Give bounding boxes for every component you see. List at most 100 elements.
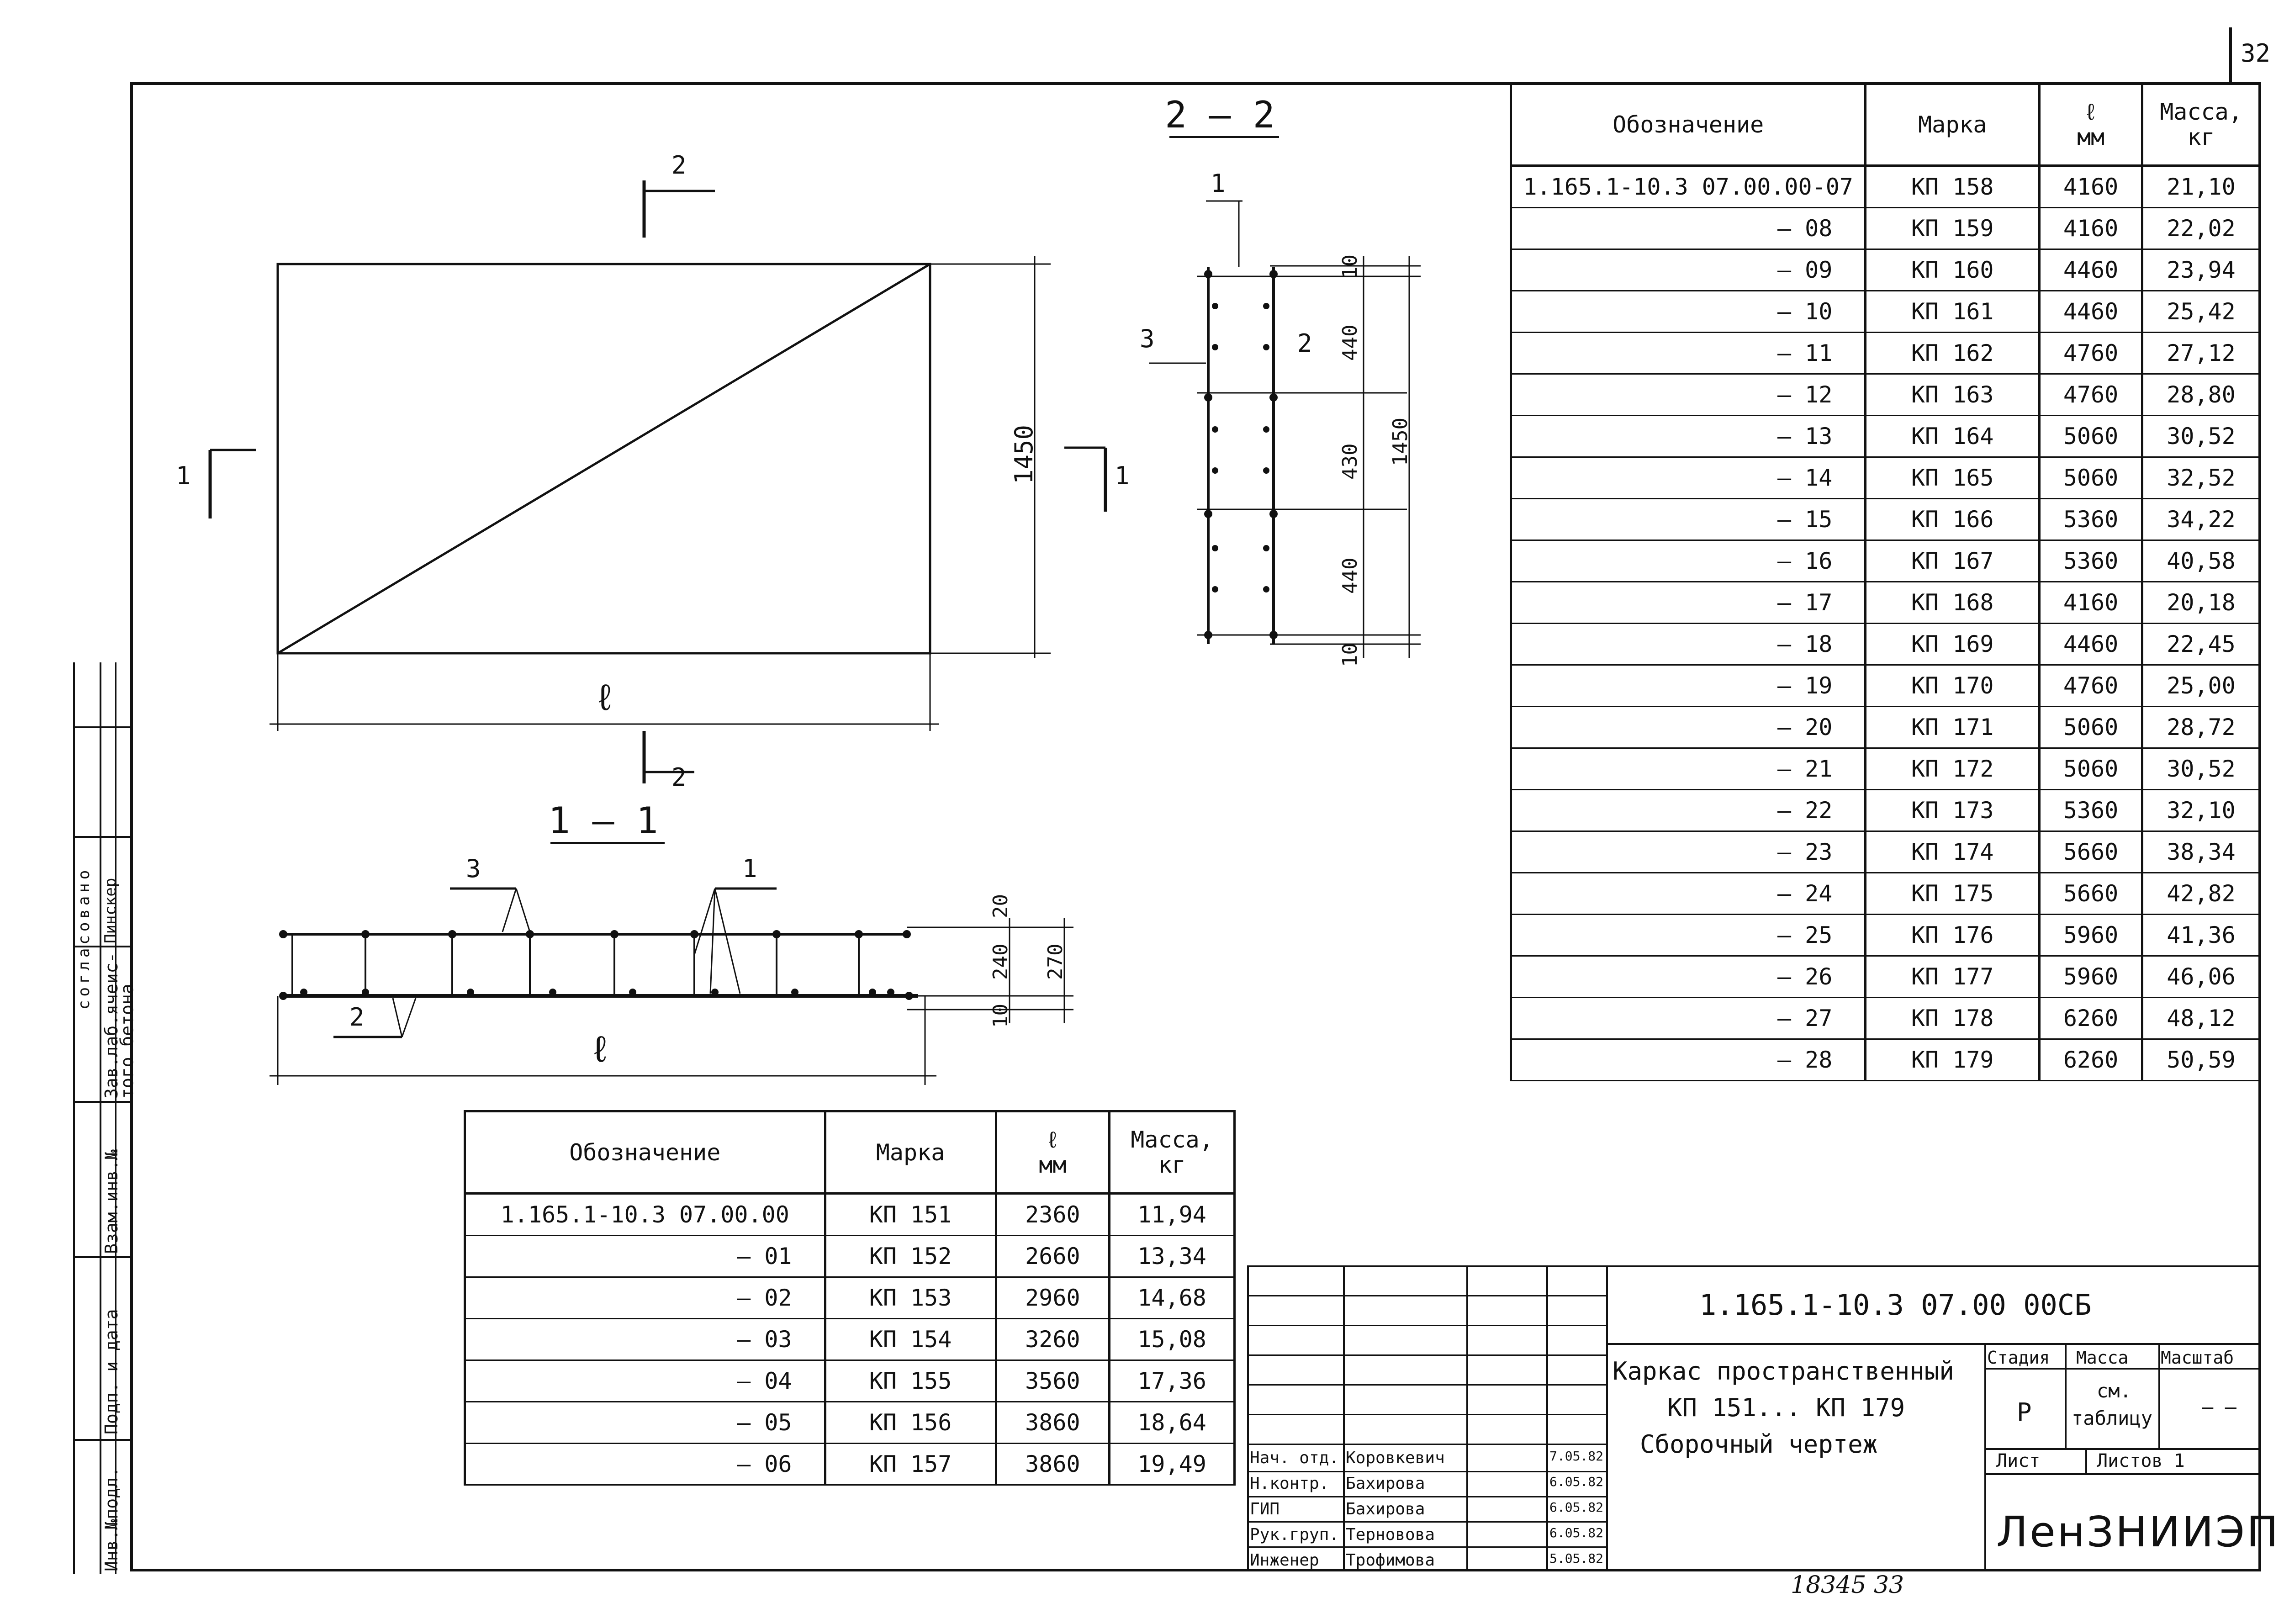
cell-mass: 22,02 [2141, 207, 2261, 250]
tb-stage-label: Стадия [1987, 1348, 2050, 1368]
section-11-dim-240: 240 [989, 943, 1012, 980]
cell-designation: 1.165.1-10.3 07.00.00-07 [1509, 165, 1867, 208]
cell-mark: КП 179 [1864, 1038, 2041, 1081]
cell-designation: – 12 [1509, 373, 1867, 416]
sheet-number: 32 [2241, 39, 2271, 68]
cell-length: 4160 [2038, 165, 2143, 208]
cell-length: 5660 [2038, 872, 2143, 915]
cell-length: 2360 [994, 1193, 1111, 1236]
signature-name: Бахирова [1346, 1500, 1425, 1518]
cell-mark: КП 176 [1864, 914, 2041, 957]
cell-length: 3860 [994, 1443, 1111, 1486]
plan-cut-mark-left: 1 [176, 461, 191, 490]
signature-name: Трофимова [1346, 1551, 1435, 1570]
header-designation: Обозначение [1509, 82, 1867, 167]
tb-mass-label: Масса [2076, 1348, 2129, 1368]
signature-date: 5.05.82 [1549, 1551, 1604, 1566]
cell-designation: – 18 [1509, 623, 1867, 666]
cell-mark: КП 175 [1864, 872, 2041, 915]
cell-length: 5360 [2038, 540, 2143, 582]
side-zav-lab-2: того бетона [117, 984, 137, 1099]
cell-mark: КП 157 [824, 1443, 997, 1486]
tb-scale-label: Масштаб [2161, 1348, 2234, 1368]
plan-cut-mark-bottom: 2 [671, 763, 687, 792]
cell-length: 5960 [2038, 955, 2143, 998]
cell-mark: КП 161 [1864, 290, 2041, 333]
tb-sheet-label: Лист [1996, 1450, 2041, 1471]
cell-mark: КП 156 [824, 1401, 997, 1444]
section-22-dim-bottom: 10 [1338, 643, 1362, 667]
cell-length: 3260 [994, 1318, 1111, 1361]
cell-mass: 18,64 [1108, 1401, 1236, 1444]
cell-mass: 23,94 [2141, 249, 2261, 291]
section-22-pos-1: 1 [1211, 169, 1226, 198]
section-22-dim-top: 10 [1338, 254, 1362, 279]
section-22-dim-2: 430 [1338, 443, 1362, 480]
cell-mark: КП 151 [824, 1193, 997, 1236]
header-mark: Марка [824, 1110, 997, 1195]
cell-length: 4760 [2038, 373, 2143, 416]
cell-designation: – 26 [1509, 955, 1867, 998]
header-designation: Обозначение [464, 1110, 826, 1195]
cell-length: 4160 [2038, 207, 2143, 250]
signature-date: 7.05.82 [1549, 1449, 1604, 1464]
header-mass: Масса,кг [1108, 1110, 1236, 1195]
cell-mass: 30,52 [2141, 415, 2261, 458]
plan-cut-mark-right: 1 [1115, 461, 1130, 490]
cell-length: 5060 [2038, 747, 2143, 790]
cell-mark: КП 155 [824, 1360, 997, 1402]
tb-name-line2: КП 151... КП 179 [1667, 1393, 1905, 1422]
cell-designation: – 11 [1509, 332, 1867, 375]
sheet-number-mark [2229, 27, 2232, 82]
cell-length: 5060 [2038, 456, 2143, 499]
tb-scale-value: – – [2202, 1396, 2236, 1418]
tb-name-line3: Сборочный чертеж [1640, 1430, 1878, 1459]
side-soglasovano: согласовано [75, 866, 93, 1010]
cell-mass: 48,12 [2141, 997, 2261, 1040]
cell-designation: – 10 [1509, 290, 1867, 333]
cell-length: 5660 [2038, 831, 2143, 873]
section-11-total: 270 [1044, 943, 1067, 980]
cell-mark: КП 160 [1864, 249, 2041, 291]
cell-length: 3860 [994, 1401, 1111, 1444]
signature-name: Бахирова [1346, 1474, 1425, 1493]
cell-length: 2960 [994, 1276, 1111, 1319]
side-vzam-inv: Взам.инв.№ [101, 1149, 122, 1254]
section-22-dim-1: 440 [1338, 324, 1362, 361]
cell-designation: – 20 [1509, 706, 1867, 749]
cell-length: 3560 [994, 1360, 1111, 1402]
section-22-pos-2: 2 [1297, 329, 1312, 358]
section-11-pos-1: 1 [742, 854, 757, 883]
cell-mark: КП 169 [1864, 623, 2041, 666]
cell-mass: 17,36 [1108, 1360, 1236, 1402]
cell-mark: КП 166 [1864, 498, 2041, 541]
cell-length: 5060 [2038, 415, 2143, 458]
cell-designation: – 24 [1509, 872, 1867, 915]
cell-mark: КП 154 [824, 1318, 997, 1361]
cell-length: 2660 [994, 1235, 1111, 1278]
cell-length: 5360 [2038, 789, 2143, 832]
section-22-pos-3: 3 [1140, 324, 1155, 353]
signature-date: 6.05.82 [1549, 1525, 1604, 1540]
cell-length: 4760 [2038, 332, 2143, 375]
cell-mark: КП 164 [1864, 415, 2041, 458]
side-pinsker: Пинскер [101, 878, 120, 943]
cell-mass: 42,82 [2141, 872, 2261, 915]
cell-mark: КП 170 [1864, 664, 2041, 707]
side-inv-podl: Инв.№подл. [101, 1467, 122, 1571]
tb-code: 1.165.1-10.3 07.00 00СБ [1699, 1288, 2092, 1322]
tb-main [1606, 1265, 2261, 1571]
